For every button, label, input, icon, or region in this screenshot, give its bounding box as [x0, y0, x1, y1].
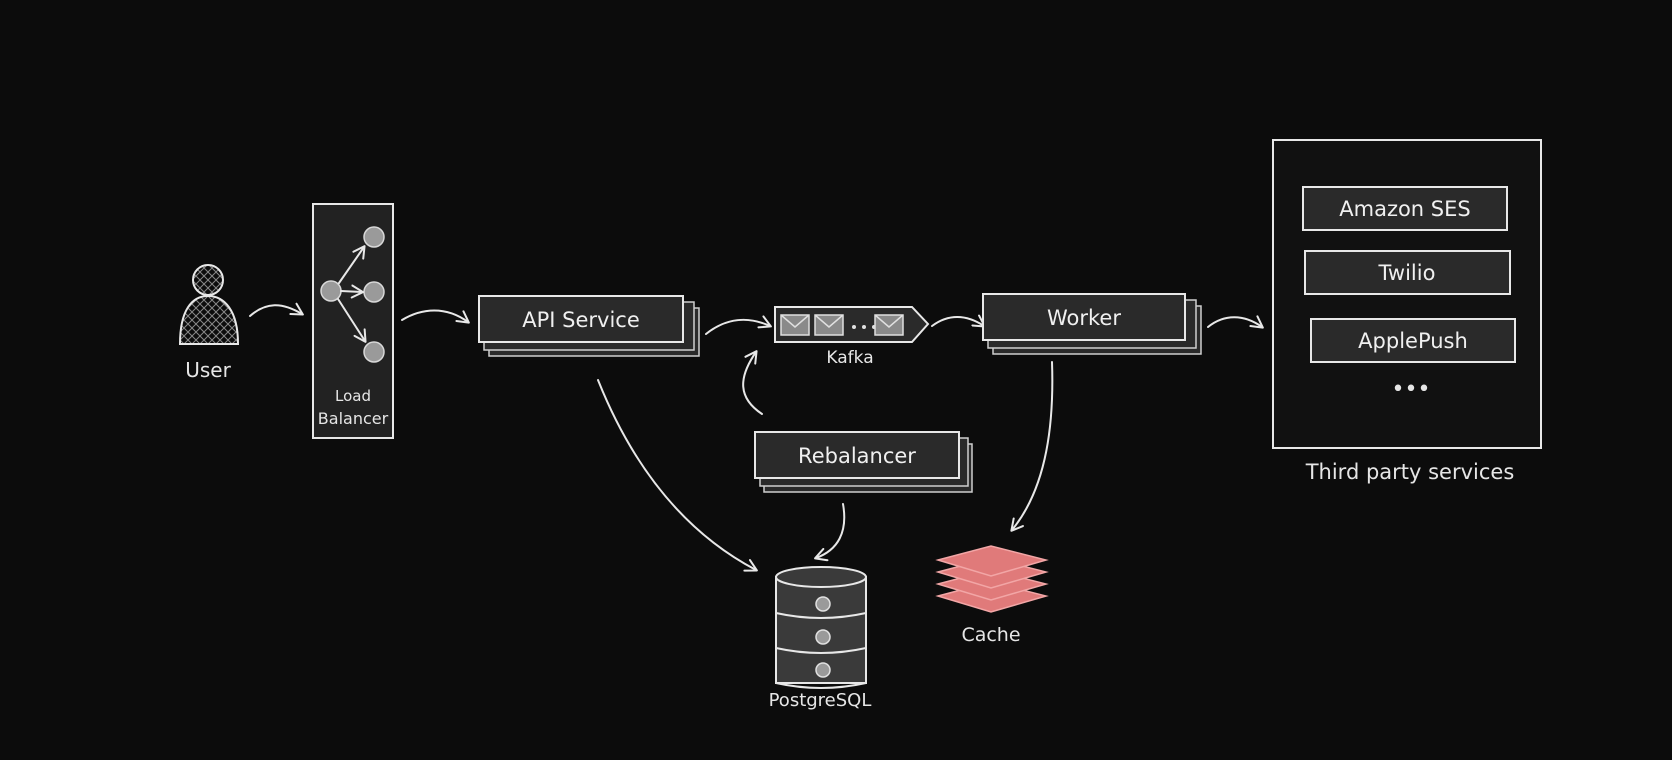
arrow-lb-to-api	[401, 309, 470, 324]
rebalancer-node: Rebalancer	[754, 431, 973, 493]
kafka-node: Kafka	[774, 306, 930, 368]
worker-node: Worker	[982, 293, 1202, 355]
database-icon	[775, 566, 867, 689]
message-icon	[874, 314, 904, 336]
worker-box	[982, 293, 1186, 341]
load-balancer-node: Load Balancer	[312, 203, 394, 439]
postgresql-node: PostgreSQL	[769, 566, 872, 711]
third-party-node: Amazon SES Twilio ApplePush ••• Third pa…	[1272, 139, 1542, 484]
third-party-label: Third party services	[1305, 460, 1515, 484]
arrow-kafka-to-worker	[931, 314, 986, 328]
worker-label: Worker	[1047, 306, 1121, 330]
cache-label: Cache	[961, 624, 1020, 646]
arrow-rebalancer-to-postgresql	[814, 503, 846, 562]
message-icon	[780, 314, 810, 336]
kafka-label: Kafka	[826, 348, 873, 368]
service-amazon-ses: Amazon SES	[1302, 186, 1508, 231]
arrow-worker-to-third-party	[1207, 315, 1264, 329]
arrow-rebalancer-to-kafka	[742, 350, 763, 415]
api-service-label: API Service	[522, 308, 640, 332]
service-label: Twilio	[1378, 261, 1436, 285]
rebalancer-box	[754, 431, 960, 479]
load-balancer-label-line1: Load	[335, 387, 371, 405]
postgresql-label: PostgreSQL	[769, 690, 872, 711]
service-applepush: ApplePush	[1310, 318, 1516, 363]
cache-stack-icon	[935, 545, 1049, 613]
load-balancer-icon	[320, 226, 385, 363]
more-services-ellipsis: •••	[1392, 377, 1431, 402]
arrow-user-to-lb	[249, 302, 304, 317]
api-service-node: API Service	[478, 295, 700, 357]
load-balancer-label-line2: Balancer	[318, 409, 389, 428]
cache-node: Cache	[935, 545, 1049, 646]
message-icon	[814, 314, 844, 336]
service-label: Amazon SES	[1339, 197, 1470, 221]
user-icon	[178, 264, 240, 345]
user-label: User	[185, 358, 231, 382]
user-node: User	[178, 264, 240, 382]
service-twilio: Twilio	[1304, 250, 1511, 295]
api-service-box	[478, 295, 684, 343]
arrow-worker-to-cache	[1010, 361, 1054, 532]
service-label: ApplePush	[1358, 329, 1468, 353]
arrow-api-to-postgresql	[597, 379, 758, 572]
arrow-api-to-kafka	[705, 315, 772, 335]
rebalancer-label: Rebalancer	[798, 444, 916, 468]
